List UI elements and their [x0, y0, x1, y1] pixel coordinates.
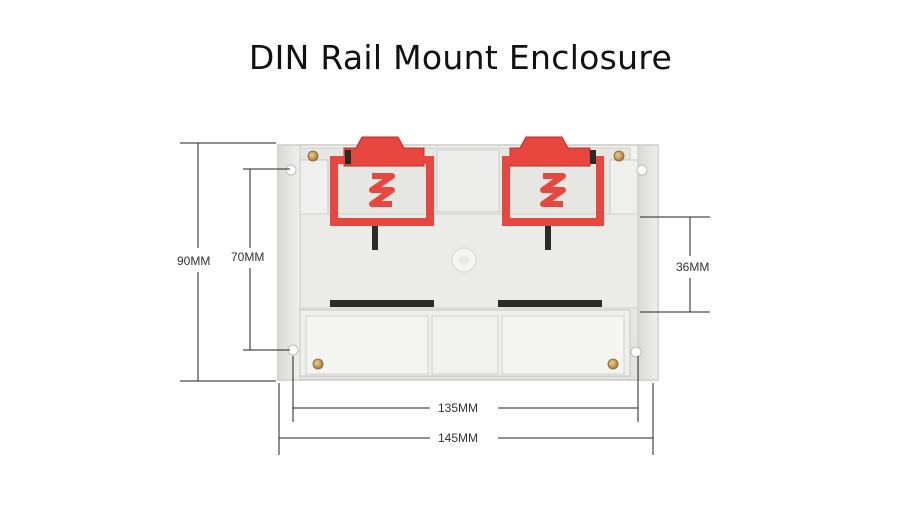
dimension-90mm-label: 90MM — [175, 254, 213, 268]
page-title: DIN Rail Mount Enclosure — [248, 38, 673, 77]
dimension-135mm-line — [292, 356, 639, 422]
enclosure-body — [277, 144, 659, 381]
mounting-holes — [285, 164, 648, 358]
din-clip-right — [502, 136, 604, 226]
dimension-36mm-label: 36MM — [674, 260, 712, 274]
dimension-36mm-line — [640, 216, 710, 313]
brass-inserts — [307, 150, 625, 370]
dimension-145mm-line — [278, 383, 654, 455]
dimension-135mm-label: 135MM — [436, 401, 481, 415]
dimension-90mm-line — [180, 142, 276, 382]
dimension-145mm-label: 145MM — [436, 431, 481, 445]
dimension-70mm-label: 70MM — [229, 250, 267, 264]
din-clip-left — [330, 136, 434, 226]
dimension-70mm-line — [243, 168, 290, 351]
